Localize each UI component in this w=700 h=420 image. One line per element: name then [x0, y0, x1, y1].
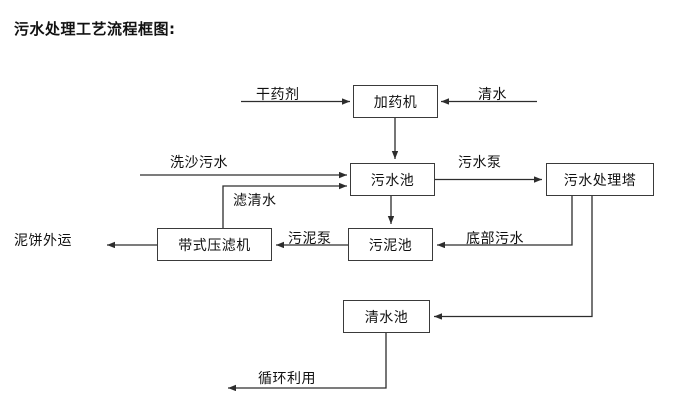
edge-filtered-water-to-sewage-pool [222, 182, 347, 228]
node-label: 带式压滤机 [178, 237, 251, 254]
edge-label-recycle-reuse: 循环利用 [258, 371, 316, 387]
node-sludge-pool[interactable]: 污泥池 [348, 228, 433, 261]
node-label: 污泥池 [368, 237, 413, 254]
node-label: 加药机 [373, 94, 418, 111]
page-title: 污水处理工艺流程框图: [14, 20, 176, 38]
edge-tower-to-clear-water-pool [434, 196, 593, 320]
edge-tower-bottom-sewage-to-sludge-pool [437, 196, 573, 249]
node-dosing-machine[interactable]: 加药机 [353, 85, 438, 118]
node-clear-water-pool[interactable]: 清水池 [343, 300, 430, 333]
edge-label-sewage-pump: 污水泵 [458, 155, 502, 171]
node-label: 污水池 [370, 172, 415, 189]
terminal-mud-cake-out: 泥饼外运 [14, 233, 72, 249]
node-belt-filter-press[interactable]: 带式压滤机 [157, 228, 272, 261]
edge-label-filtered-clear-water: 滤清水 [233, 193, 277, 209]
node-treatment-tower[interactable]: 污水处理塔 [546, 163, 654, 196]
terminal-dry-chemical: 干药剂 [256, 87, 300, 103]
node-sewage-pool[interactable]: 污水池 [350, 163, 435, 196]
edge-clear-water-pool-recycle [228, 333, 387, 392]
terminal-sand-wash-water: 洗沙污水 [170, 155, 228, 171]
node-label: 污水处理塔 [563, 172, 637, 189]
node-label: 清水池 [364, 309, 409, 326]
edge-label-bottom-sewage: 底部污水 [466, 231, 524, 247]
terminal-clean-water-inlet: 清水 [478, 87, 507, 103]
edge-label-sludge-pump: 污泥泵 [288, 231, 332, 247]
